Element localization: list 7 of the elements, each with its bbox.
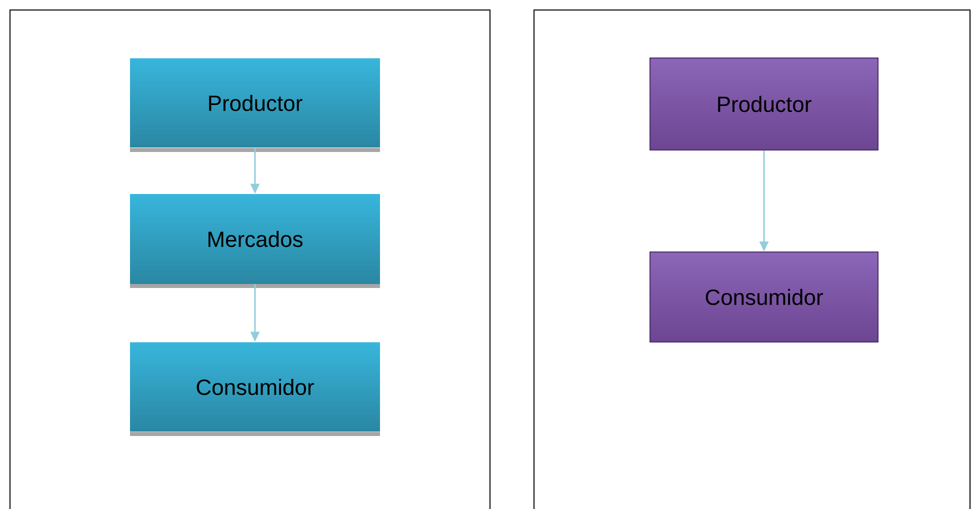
panel-frame bbox=[534, 10, 970, 509]
process-box: Productor bbox=[650, 58, 878, 150]
process-box: Productor bbox=[130, 58, 380, 152]
process-box: Consumidor bbox=[650, 252, 878, 342]
panel-frame bbox=[10, 10, 490, 509]
process-box: Consumidor bbox=[130, 342, 380, 436]
process-box: Mercados bbox=[130, 194, 380, 288]
